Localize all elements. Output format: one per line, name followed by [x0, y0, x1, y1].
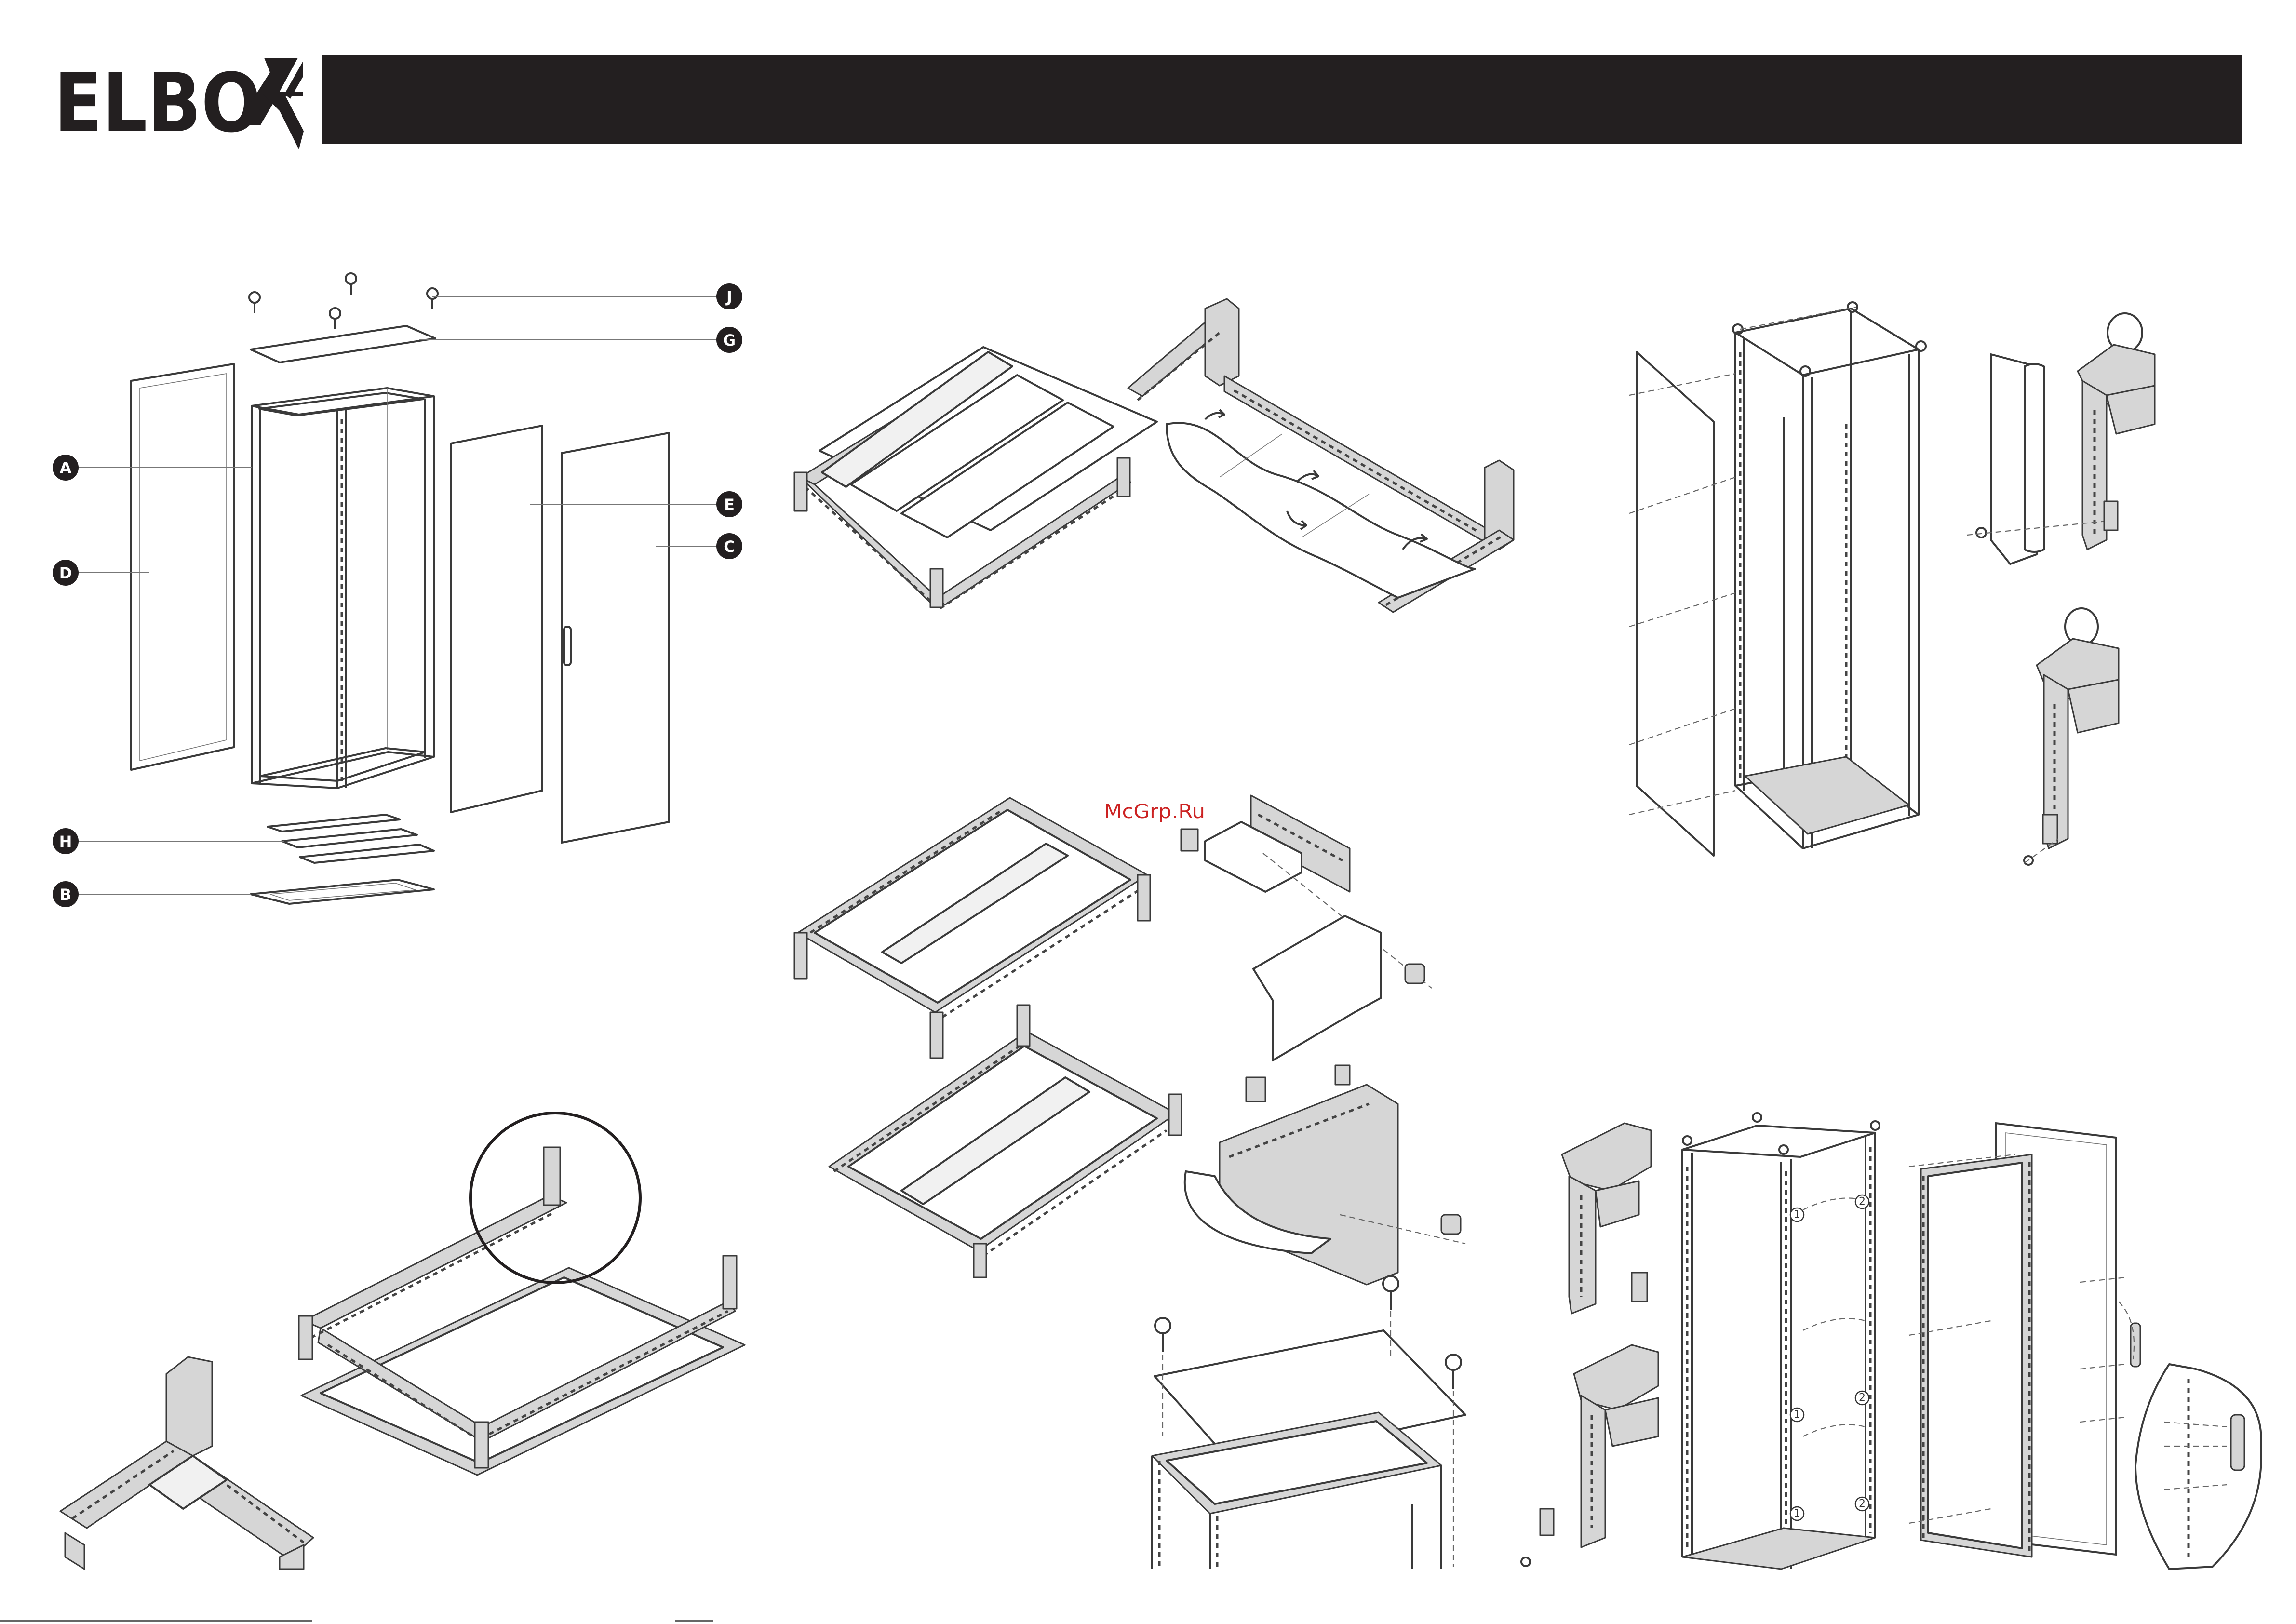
handle-detail-callout: [2135, 1364, 2261, 1569]
rotation-arrow-icon: [1205, 410, 1224, 419]
hinge-icon: [1540, 1509, 1554, 1535]
gland-plate-h-2: [282, 829, 417, 847]
svg-text:2: 2: [1859, 1498, 1866, 1510]
cabinet-side-panel-mounting: [1629, 302, 2155, 865]
callout-j: J: [716, 283, 742, 309]
side-panel-d: [131, 364, 234, 770]
svg-text:1: 1: [1794, 1409, 1800, 1421]
svg-text:2: 2: [1859, 1196, 1866, 1208]
eyebolt-icon: [2065, 608, 2098, 645]
gland-plate-h-3: [300, 845, 434, 863]
svg-text:G: G: [723, 331, 736, 349]
door-c: [562, 433, 669, 843]
door-hinge-details: [1521, 1123, 1658, 1566]
header-bar: [322, 55, 2242, 144]
hinge-icon: [1632, 1273, 1647, 1302]
svg-text:2: 2: [1859, 1392, 1866, 1404]
svg-text:D: D: [59, 564, 72, 582]
step-marker-1a: 1: [1790, 1208, 1804, 1221]
cabinet-with-door-hinges: 1 2 1 2 1 2: [1682, 1113, 1880, 1569]
cabinet-frame-a: [252, 388, 434, 788]
step-marker-2b: 2: [1855, 1391, 1869, 1405]
svg-text:1: 1: [1794, 1508, 1800, 1520]
roof-plate: [251, 326, 435, 362]
door-handle-icon: [2231, 1415, 2244, 1470]
rotation-arrow-icon: [1297, 470, 1318, 482]
step-marker-2a: 2: [1855, 1195, 1869, 1208]
step-marker-1b: 1: [1790, 1408, 1804, 1422]
door-handle-icon: [564, 627, 571, 665]
step-marker-1c: 1: [1790, 1507, 1804, 1520]
door-handle-icon: [2131, 1323, 2140, 1367]
callout-h: H: [53, 828, 79, 854]
watermark: McGrp.Ru: [1104, 801, 1205, 823]
exploded-cabinet-view: J G A E C D H B: [53, 273, 742, 907]
gland-plate-h-1: [268, 815, 400, 832]
hinge-icon: [2104, 501, 2118, 530]
svg-text:1: 1: [1794, 1209, 1800, 1221]
step-marker-2c: 2: [1855, 1497, 1869, 1511]
svg-text:C: C: [724, 537, 735, 556]
corner-joint-detail: [60, 1357, 313, 1569]
svg-text:J: J: [725, 288, 732, 306]
callout-b: B: [53, 881, 79, 907]
base-frame-b: [251, 880, 434, 904]
svg-text:B: B: [60, 886, 71, 904]
side-panel-e: [451, 426, 542, 812]
roof-with-eyebolts: [1152, 1276, 1465, 1569]
door-mounting-view: [1909, 1123, 2140, 1557]
corner-profile-with-flexible-plate: [1128, 299, 1514, 612]
callout-g: G: [716, 327, 742, 353]
eyebolt-icon: [249, 273, 438, 329]
svg-text:H: H: [59, 832, 72, 851]
callout-c: C: [716, 533, 742, 559]
svg-text:A: A: [60, 459, 72, 477]
callout-e: E: [716, 491, 742, 517]
svg-text:E: E: [724, 496, 735, 514]
callout-a: A: [53, 455, 79, 481]
mounting-bracket-details: [1181, 795, 1465, 1285]
brand-name: ELBO: [54, 56, 261, 150]
base-frame-with-gland-plates: [794, 347, 1157, 608]
hinge-icon: [2043, 815, 2057, 844]
stacked-base-frames: [794, 798, 1182, 1277]
base-frame-magnified: [299, 1113, 745, 1475]
brand-logo: ELBO: [54, 56, 304, 150]
header: ELBO: [54, 55, 2242, 150]
callout-d: D: [53, 560, 79, 586]
